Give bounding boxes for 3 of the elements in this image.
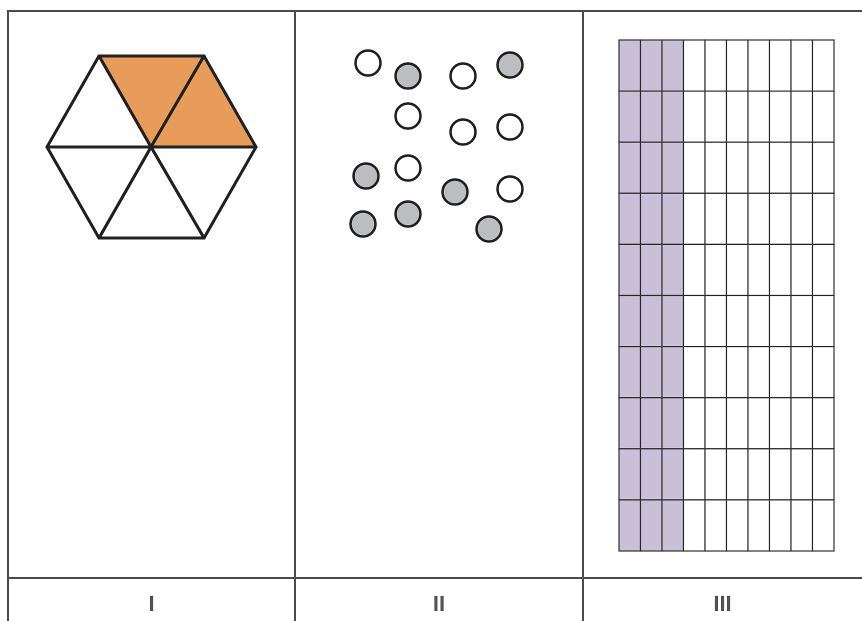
column-label: II — [432, 590, 446, 618]
column-label: III — [713, 590, 732, 618]
column-label: I — [148, 590, 155, 618]
